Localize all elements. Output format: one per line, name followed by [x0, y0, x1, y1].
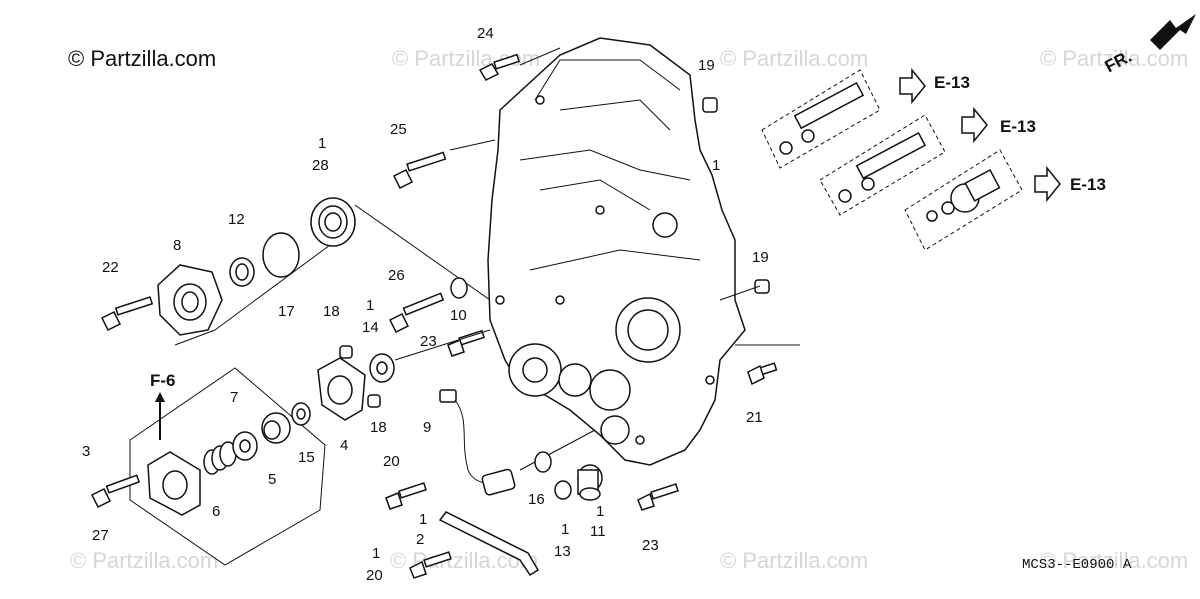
callout-1: 1 — [318, 135, 326, 152]
washer-10 — [450, 277, 468, 299]
cover-6 — [147, 451, 201, 516]
callout-3: 3 — [82, 443, 90, 460]
collar-11 — [577, 464, 603, 501]
callout-1: 1 — [372, 545, 380, 562]
clamp-2 — [438, 511, 540, 577]
oil-pipe-group-c — [904, 149, 1061, 251]
bolt-21 — [747, 362, 778, 386]
callout-25: 25 — [390, 121, 407, 138]
callout-10: 10 — [450, 307, 467, 324]
bearing-28 — [310, 197, 356, 247]
callout-5: 5 — [268, 471, 276, 488]
bolt-24 — [478, 53, 521, 81]
callout-14: 14 — [362, 319, 379, 336]
sub-assembly-3-frame — [129, 367, 326, 566]
dowel-pin-19-right — [754, 279, 770, 294]
dowel-pin-18-upper — [339, 345, 353, 359]
callout-24: 24 — [477, 25, 494, 42]
dowel-pin-18-lower — [367, 394, 381, 408]
watermark: © Partzilla.com — [1040, 46, 1188, 71]
oil-pipe-group-b — [819, 106, 988, 216]
callout-20: 20 — [383, 453, 400, 470]
spring-6 — [203, 441, 237, 475]
callout-26: 26 — [388, 267, 405, 284]
callout-17: 17 — [278, 303, 295, 320]
bearing-7 — [232, 431, 258, 461]
callout-9: 9 — [423, 419, 431, 436]
housing-8 — [157, 264, 223, 336]
ref-f6: F-6 — [150, 371, 176, 390]
right-crankcase-cover — [487, 37, 746, 466]
seal-12 — [229, 257, 255, 287]
callout-4: 4 — [340, 437, 348, 454]
arrow-right-icon — [961, 106, 988, 144]
callout-1: 1 — [712, 157, 720, 174]
callout-28: 28 — [312, 157, 329, 174]
ref-e13-c: E-13 — [1070, 175, 1106, 194]
callout-1: 1 — [419, 511, 427, 528]
ref-e13-a: E-13 — [934, 73, 970, 92]
callout-2: 2 — [416, 531, 424, 548]
seal-15 — [291, 402, 311, 426]
bolt-23-upper — [447, 329, 486, 357]
callout-1: 1 — [366, 297, 374, 314]
ref-e13-b: E-13 — [1000, 117, 1036, 136]
callout-18: 18 — [323, 303, 340, 320]
o-ring-17 — [262, 232, 300, 278]
o-ring-16 — [534, 451, 552, 473]
washer-13 — [554, 480, 572, 500]
copyright-label: © Partzilla.com — [68, 46, 216, 71]
callout-12: 12 — [228, 211, 245, 228]
watermark: © Partzilla.com — [720, 548, 868, 573]
callout-23: 23 — [420, 333, 437, 350]
callout-6: 6 — [212, 503, 220, 520]
callout-19: 19 — [752, 249, 769, 266]
callout-18: 18 — [370, 419, 387, 436]
callout-16: 16 — [528, 491, 545, 508]
callout-23: 23 — [642, 537, 659, 554]
callout-15: 15 — [298, 449, 315, 466]
bolt-27 — [90, 474, 141, 509]
callout-1: 1 — [596, 503, 604, 520]
sensor-9 — [439, 389, 516, 496]
bolt-20-upper — [385, 482, 427, 510]
callout-21: 21 — [746, 409, 763, 426]
watermark: © Partzilla.com — [70, 548, 218, 573]
callout-22: 22 — [102, 259, 119, 276]
callout-7: 7 — [230, 389, 238, 406]
callout-labels: 24 19 1 25 1 28 12 8 22 17 19 26 1 14 10… — [82, 25, 769, 584]
callout-20: 20 — [366, 567, 383, 584]
diagram-code: MCS3--E0900 A — [1022, 557, 1132, 573]
callout-8: 8 — [173, 237, 181, 254]
bolt-20-lower — [409, 551, 452, 579]
arrow-right-icon — [899, 67, 926, 105]
bolt-23-lower — [637, 483, 679, 511]
bolt-25 — [392, 151, 447, 190]
watermark: © Partzilla.com — [1040, 548, 1188, 573]
arrow-right-icon — [1034, 165, 1061, 203]
callout-13: 13 — [554, 543, 571, 560]
callout-1: 1 — [561, 521, 569, 538]
bolt-26 — [388, 292, 445, 334]
gasket-4 — [317, 357, 366, 421]
dowel-pin-19-top — [702, 97, 718, 113]
bolt-22 — [100, 296, 154, 332]
callout-19: 19 — [698, 57, 715, 74]
bearing-14 — [369, 353, 395, 383]
callout-27: 27 — [92, 527, 109, 544]
arrow-up-icon — [155, 392, 165, 440]
callout-11: 11 — [590, 523, 606, 540]
watermark: © Partzilla.com — [720, 46, 868, 71]
oil-pipe-group-a — [761, 67, 926, 169]
piston-5 — [261, 412, 291, 444]
